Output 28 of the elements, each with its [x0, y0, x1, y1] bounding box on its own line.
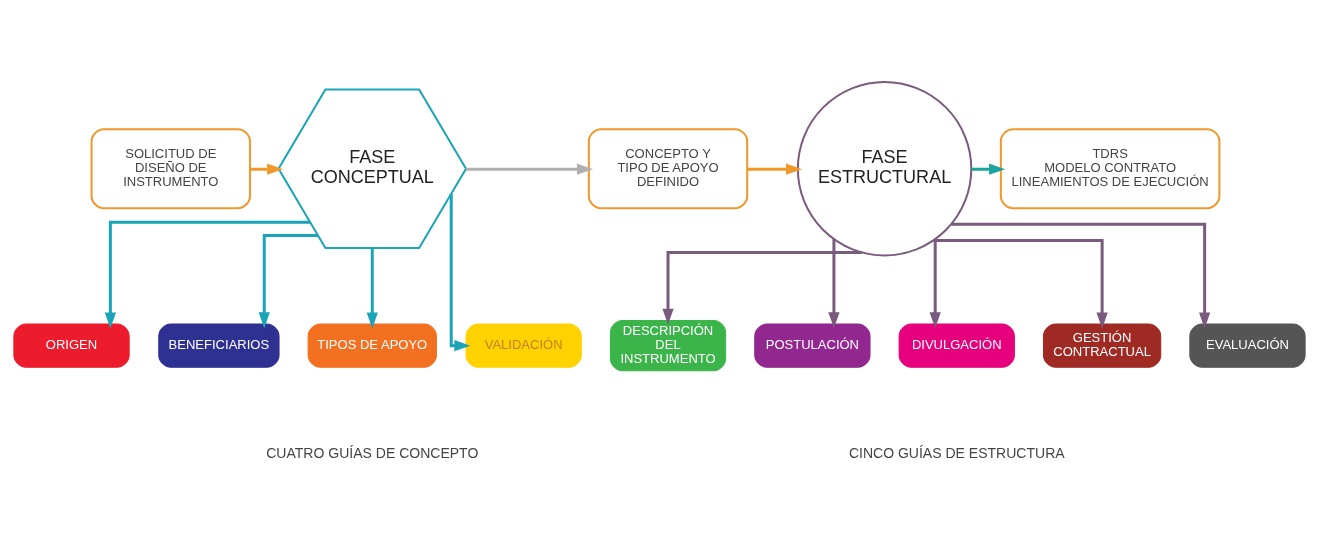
arrow — [827, 239, 840, 329]
node-box: TIPOS DE APOYO — [307, 323, 437, 368]
node-box: CONCEPTO Y TIPO DE APOYO DEFINIDO — [587, 128, 748, 210]
arrow — [929, 239, 941, 329]
arrow — [950, 222, 1210, 329]
node-box: EVALUACIÓN — [1188, 323, 1306, 368]
arrow — [970, 163, 1005, 175]
node-box: POSTULACIÓN — [753, 323, 871, 368]
arrow — [104, 220, 310, 329]
node-box: ORIGEN — [12, 323, 130, 368]
arrow — [258, 233, 318, 329]
node-box: VALIDACIÓN — [465, 323, 582, 368]
label: CINCO GUÍAS DE ESTRUCTURA — [848, 444, 1065, 461]
node-circle: FASE ESTRUCTURAL — [796, 81, 972, 257]
node-box: DESCRIPCIÓN DEL INSTRUMENTO — [609, 320, 726, 372]
label: CUATRO GUÍAS DE CONCEPTO — [265, 444, 478, 461]
node-box: BENEFICIARIOS — [157, 323, 280, 368]
arrow — [465, 163, 593, 175]
arrow — [249, 163, 283, 175]
arrow — [366, 248, 378, 329]
arrow — [661, 250, 862, 325]
arrow — [746, 163, 802, 175]
arrow — [449, 194, 470, 352]
node-box: SOLICITUD DE DISEÑO DE INSTRUMENTO — [90, 128, 251, 210]
node-box: DIVULGACIÓN — [898, 323, 1015, 368]
node-box: GESTIÓN CONTRACTUAL — [1042, 323, 1161, 368]
node-box: TDRS MODELO CONTRATO LINEAMIENTOS DE EJECUCIÓN — [999, 128, 1220, 210]
arrow — [932, 238, 1108, 329]
